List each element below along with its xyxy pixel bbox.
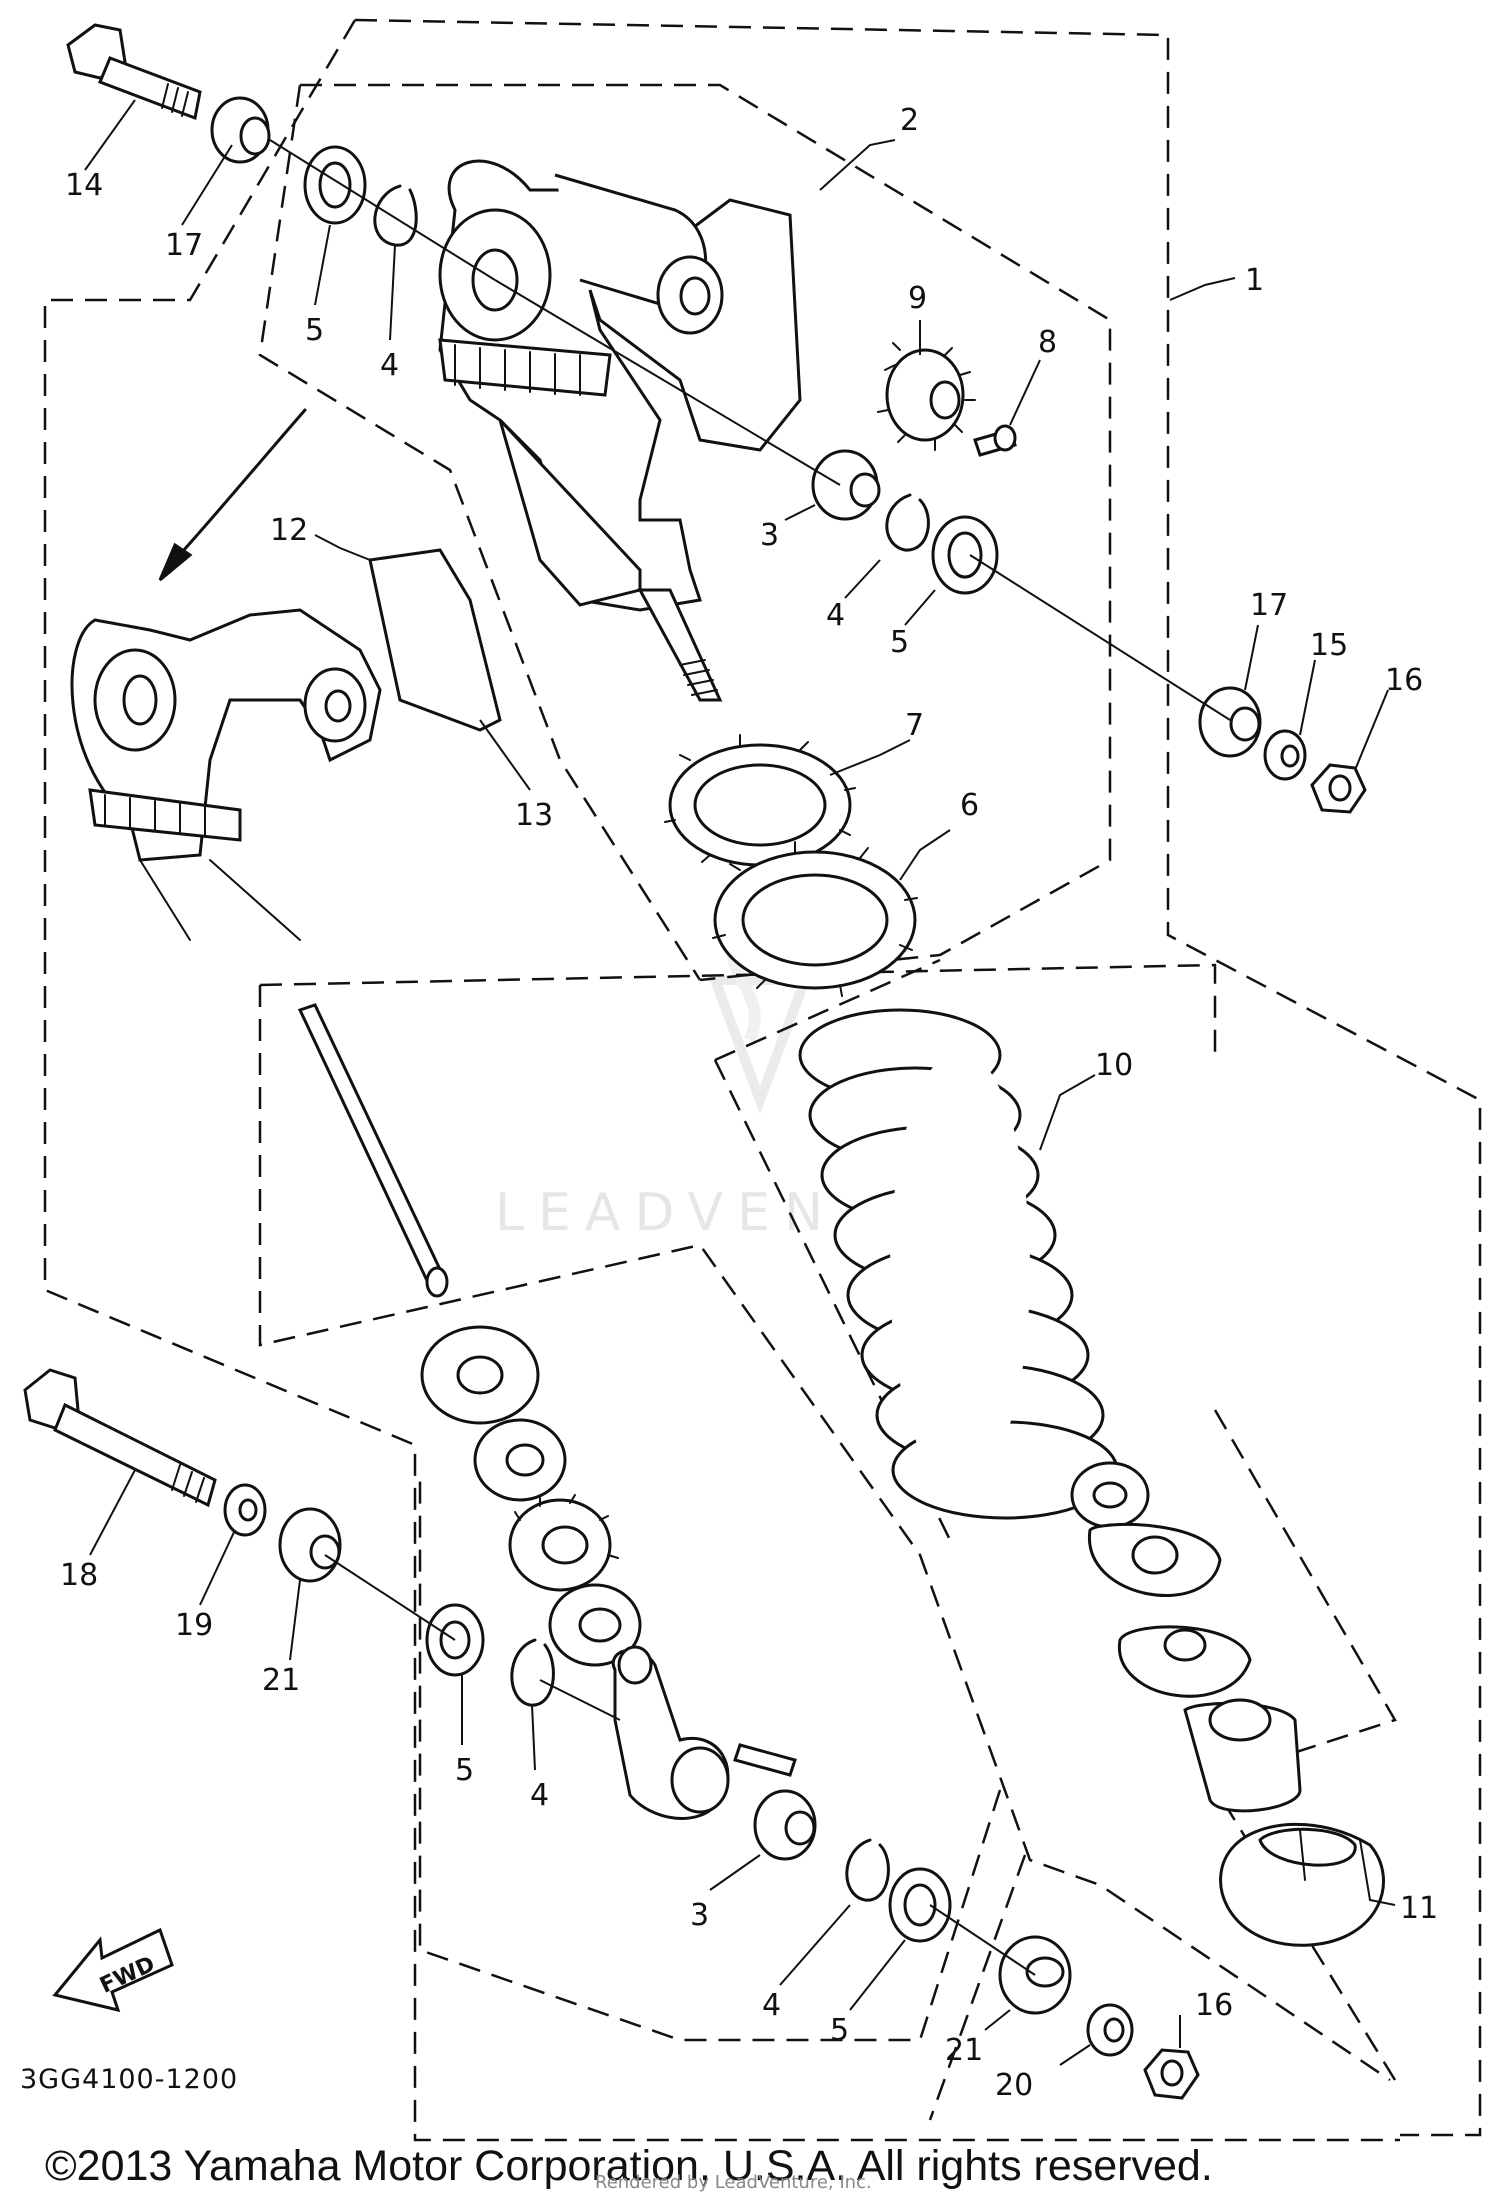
- collar-17b: [1198, 686, 1262, 758]
- diagram-code: 3GG4100-1200: [20, 2064, 238, 2095]
- callout-13: 13: [515, 798, 553, 833]
- callout-19: 19: [175, 1608, 213, 1643]
- nut-16a: [1310, 763, 1367, 814]
- washer-19: [223, 1483, 267, 1537]
- bearing-5d: [888, 1867, 952, 1943]
- adjuster-9: [877, 334, 976, 451]
- callout-17b: 17: [1250, 588, 1288, 623]
- bolt-14: [66, 23, 202, 121]
- callout-5c: 5: [455, 1753, 474, 1788]
- shock-body-alt: [70, 548, 502, 941]
- callout-21a: 21: [262, 1663, 300, 1698]
- callout-4b: 4: [826, 598, 845, 633]
- spring-10: [798, 1008, 1119, 1520]
- callout-6: 6: [960, 788, 979, 823]
- callout-20: 20: [995, 2068, 1033, 2103]
- callout-3a: 3: [760, 518, 779, 553]
- callout-15: 15: [1310, 628, 1348, 663]
- nut-16b: [1143, 2048, 1200, 2100]
- shock-body: [438, 159, 802, 702]
- callout-16a: 16: [1385, 663, 1423, 698]
- washer-15: [1263, 729, 1307, 781]
- callout-21b: 21: [945, 2033, 983, 2068]
- washer-20: [1086, 2003, 1134, 2057]
- circlip-4a: [373, 184, 418, 247]
- ring-nut-6: [712, 841, 918, 997]
- rendered-by-text: Rendered by LeadVenture, Inc.: [595, 2172, 872, 2192]
- callout-12: 12: [270, 513, 308, 548]
- callout-8: 8: [1038, 325, 1057, 360]
- callout-3b: 3: [690, 1898, 709, 1933]
- callout-5b: 5: [890, 625, 909, 660]
- callout-4d: 4: [762, 1988, 781, 2023]
- callout-9: 9: [908, 281, 927, 316]
- seal-stack: [420, 1325, 642, 1667]
- ring-nut-7: [664, 734, 856, 873]
- callout-17a: 17: [165, 228, 203, 263]
- collar-17a: [210, 96, 271, 164]
- callout-2: 2: [900, 103, 919, 138]
- pushrod: [297, 1003, 449, 1298]
- callout-14: 14: [65, 168, 103, 203]
- direction-arrow: [158, 408, 307, 582]
- collar-21a: [278, 1507, 342, 1583]
- bearing-5a: [303, 145, 367, 225]
- callout-5d: 5: [830, 2013, 849, 2048]
- bolt-18: [23, 1368, 217, 1508]
- circlip-4c: [510, 1638, 555, 1707]
- circlip-4d: [845, 1838, 890, 1902]
- callout-4c: 4: [530, 1778, 549, 1813]
- assembly-outline-1: [43, 18, 1482, 2142]
- callout-10: 10: [1095, 1048, 1133, 1083]
- assembly-outline-11: [258, 958, 1397, 2121]
- callout-18: 18: [60, 1558, 98, 1593]
- callout-1: 1: [1245, 263, 1264, 298]
- callout-7: 7: [905, 708, 924, 743]
- bearing-5b: [931, 515, 999, 595]
- circlip-4b: [885, 493, 930, 552]
- spring-seat-11: [1219, 1822, 1385, 1947]
- fwd-arrow-icon: FWD: [52, 1927, 174, 2013]
- bump-stop-parts: [1070, 1461, 1302, 1813]
- callout-5a: 5: [305, 313, 324, 348]
- leader-lines: [84, 99, 1396, 2066]
- collar-3b: [753, 1789, 817, 1861]
- collar-3a: [811, 449, 881, 521]
- callout-4a: 4: [380, 348, 399, 383]
- callout-labels: 14 17 5 4 2 1 9 8 3 4 5 12 13 7 6 17 15 …: [60, 103, 1438, 2103]
- callout-11: 11: [1400, 1891, 1438, 1926]
- copyright-text: ©2013 Yamaha Motor Corporation, U.S.A. A…: [45, 2142, 1213, 2190]
- lower-clevis: [611, 1645, 797, 1820]
- screw-8: [973, 424, 1017, 457]
- assembly-outline-2: [258, 83, 1112, 982]
- callout-16b: 16: [1195, 1988, 1233, 2023]
